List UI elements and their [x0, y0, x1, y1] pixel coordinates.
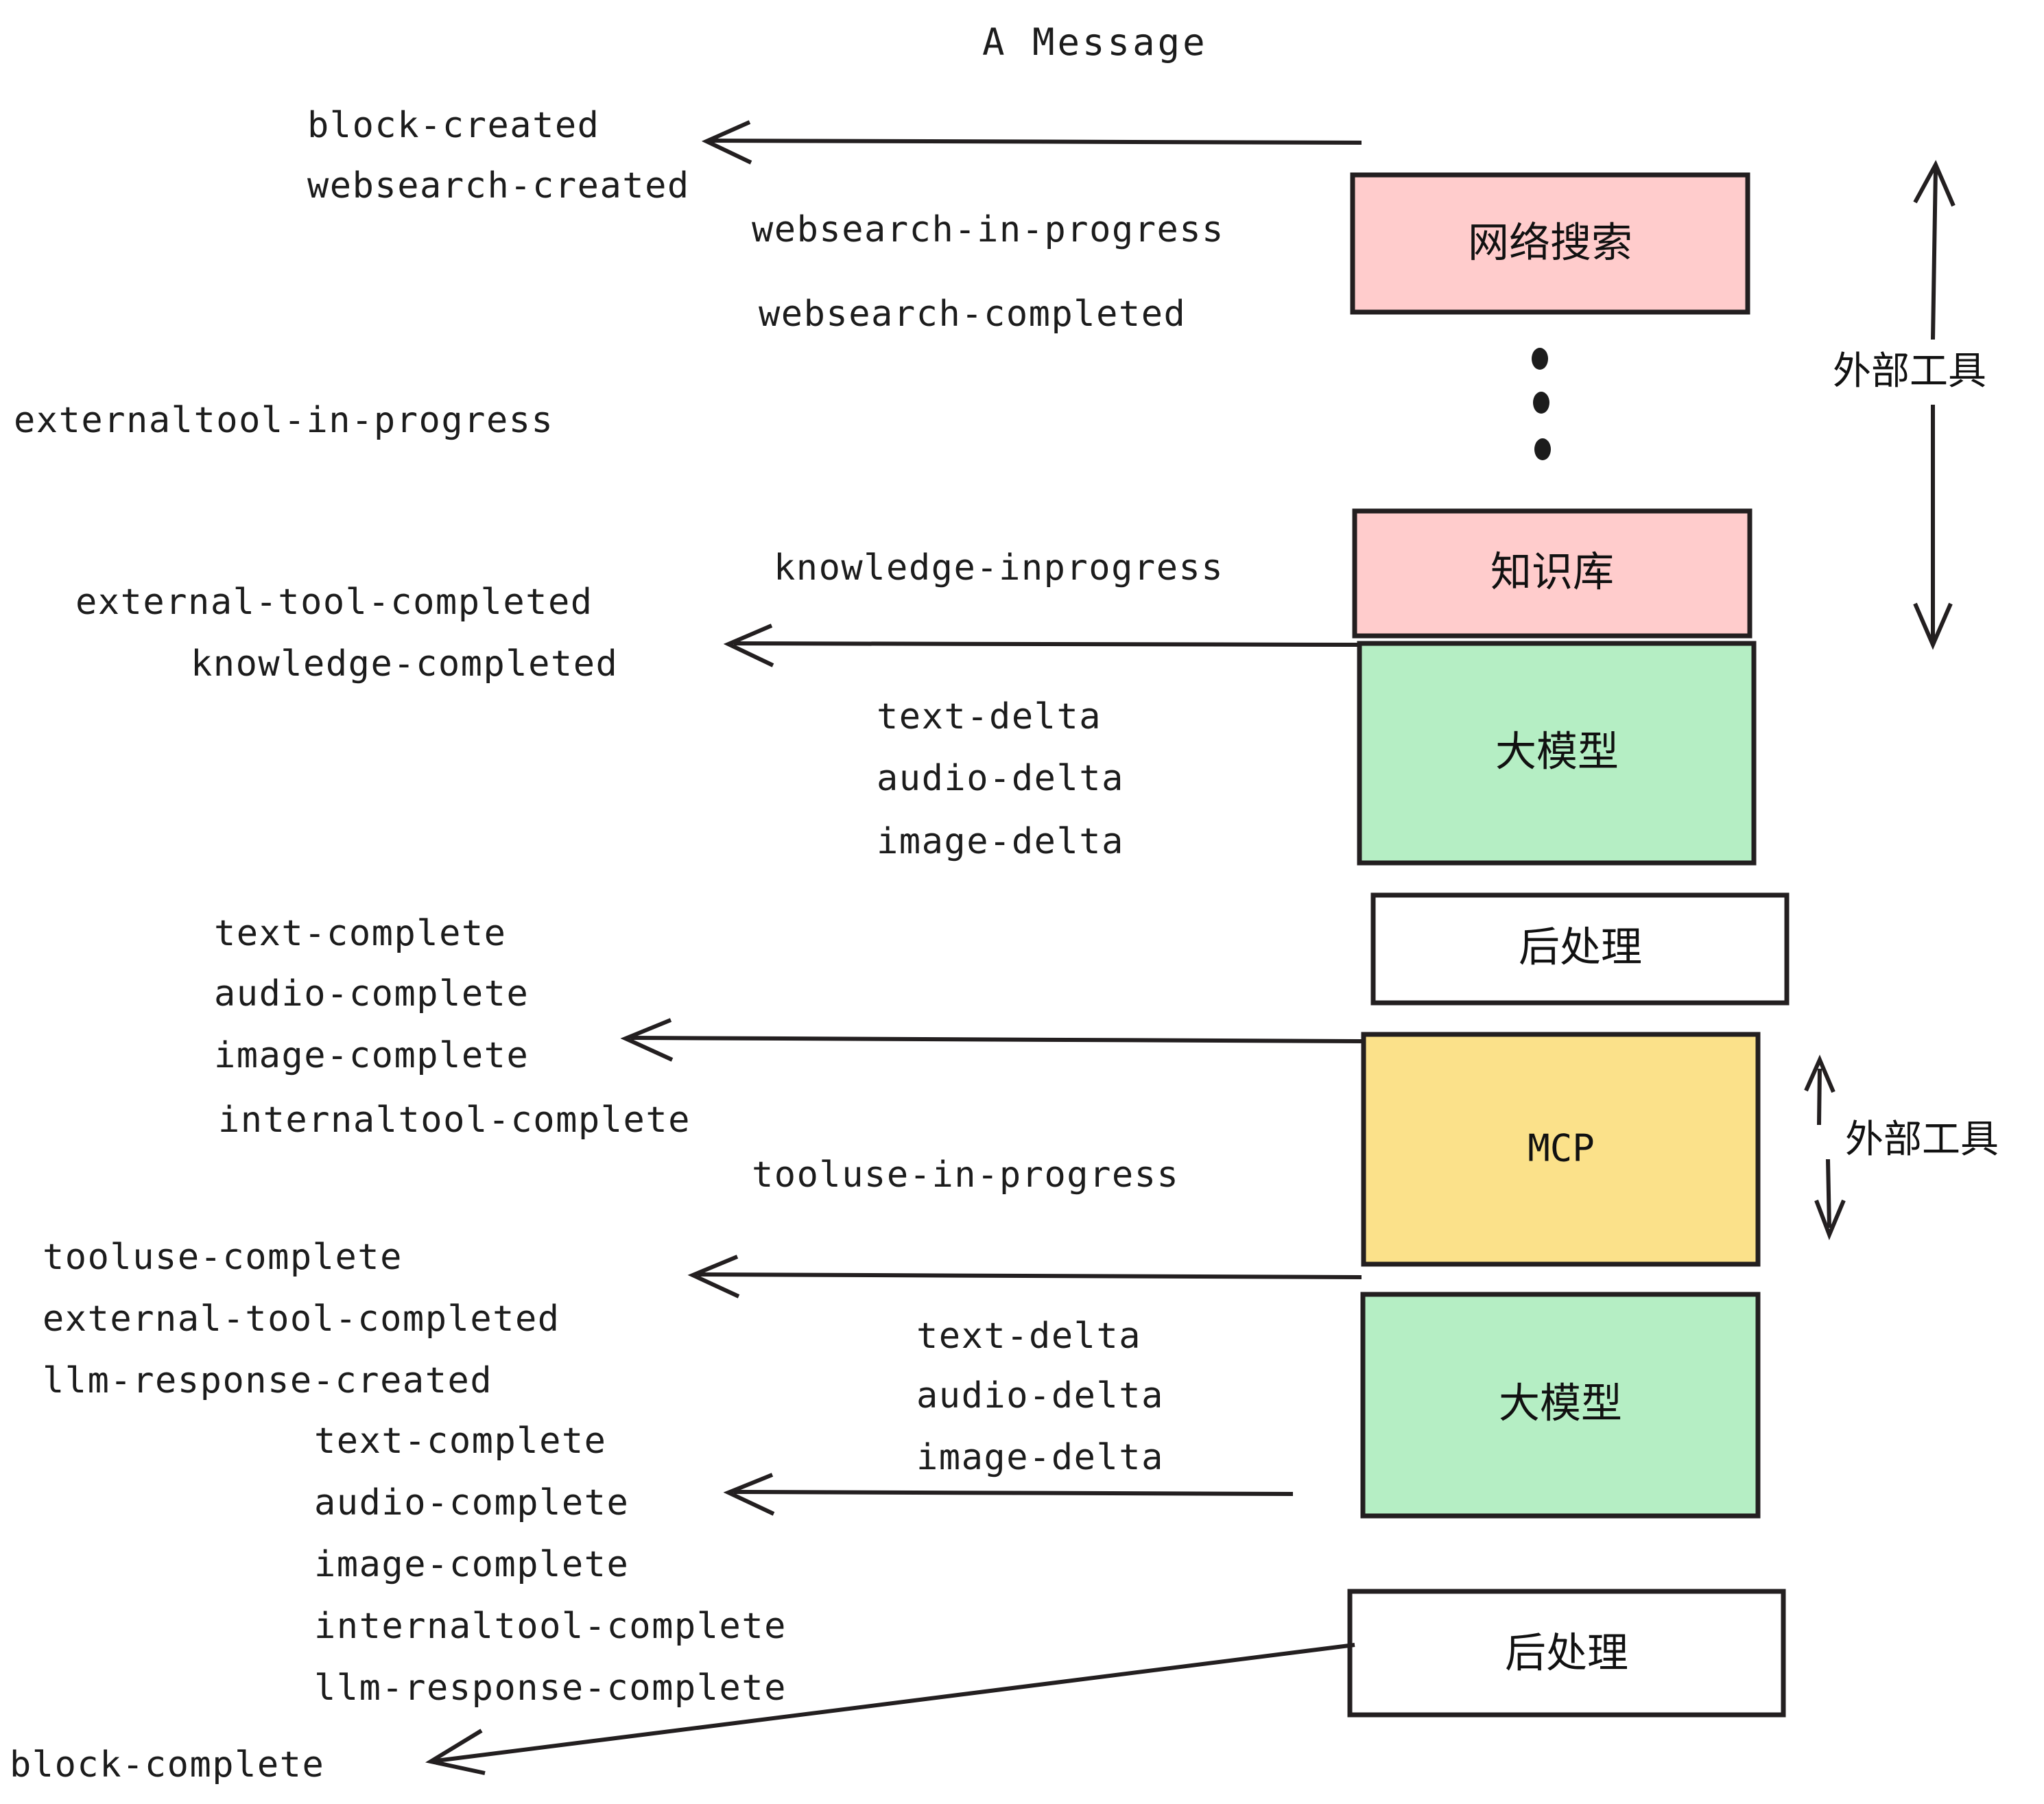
event-label: tooluse-complete	[43, 1237, 403, 1278]
box-postproc-2	[1347, 1589, 1786, 1718]
box-websearch	[1350, 172, 1750, 315]
event-label: audio-delta	[877, 758, 1124, 799]
event-label: internaltool-complete	[314, 1606, 787, 1647]
event-label: websearch-created	[307, 165, 690, 206]
event-label: block-complete	[10, 1744, 324, 1785]
external-tools-top-label: 外部工具	[1833, 349, 1986, 394]
box-llm-1-label: 大模型	[1495, 728, 1619, 776]
event-label: audio-complete	[214, 973, 529, 1014]
box-knowledge-label: 知识库	[1490, 549, 1614, 597]
event-label: tooluse-in-progress	[752, 1154, 1179, 1196]
arrow-block-created	[701, 120, 1362, 165]
event-label: knowledge-inprogress	[774, 547, 1224, 589]
external-tools-bottom-annotation: 外部工具	[1804, 1054, 1999, 1241]
box-mcp	[1361, 1032, 1761, 1267]
arrow-block-complete	[425, 1643, 1355, 1775]
event-label: llm-response-created	[43, 1360, 492, 1401]
box-llm-2-label: 大模型	[1499, 1380, 1622, 1428]
event-label: text-delta	[877, 696, 1102, 737]
event-label: block-created	[307, 105, 600, 146]
event-label: external-tool-completed	[43, 1298, 560, 1340]
event-label: image-complete	[314, 1544, 629, 1585]
event-label: websearch-completed	[759, 294, 1186, 335]
event-label: externaltool-in-progress	[14, 400, 554, 441]
event-label: knowledge-completed	[191, 643, 618, 685]
external-tools-bottom-label: 外部工具	[1845, 1117, 1999, 1162]
event-label: image-delta	[877, 821, 1124, 862]
box-llm-1	[1357, 641, 1757, 866]
vertical-ellipsis	[1532, 348, 1551, 460]
event-label: text-complete	[314, 1421, 607, 1462]
event-label: external-tool-completed	[75, 582, 593, 623]
event-label: image-complete	[214, 1035, 529, 1076]
event-label: text-delta	[916, 1316, 1141, 1357]
event-label: websearch-in-progress	[752, 209, 1224, 250]
page-title: A Message	[982, 21, 1208, 64]
arrow-audio-complete	[723, 1473, 1294, 1516]
box-postproc-2-label: 后处理	[1505, 1630, 1628, 1678]
box-websearch-label: 网络搜索	[1468, 219, 1632, 268]
event-label: audio-complete	[314, 1482, 629, 1523]
box-knowledge	[1352, 508, 1752, 639]
box-llm-2	[1360, 1292, 1761, 1519]
event-label: llm-response-complete	[314, 1667, 787, 1709]
event-label: image-delta	[916, 1437, 1164, 1478]
arrow-knowledge-completed	[723, 624, 1362, 667]
event-label: internaltool-complete	[218, 1100, 691, 1141]
arrow-tooluse-complete	[687, 1255, 1362, 1298]
box-postproc-1-label: 后处理	[1519, 924, 1642, 972]
event-label: audio-delta	[916, 1375, 1164, 1416]
box-mcp-label: MCP	[1528, 1127, 1595, 1170]
event-label: text-complete	[214, 913, 507, 954]
arrow-image-complete	[620, 1018, 1362, 1062]
external-tools-top-annotation: 外部工具	[1833, 160, 1986, 650]
box-postproc-1	[1370, 892, 1790, 1006]
